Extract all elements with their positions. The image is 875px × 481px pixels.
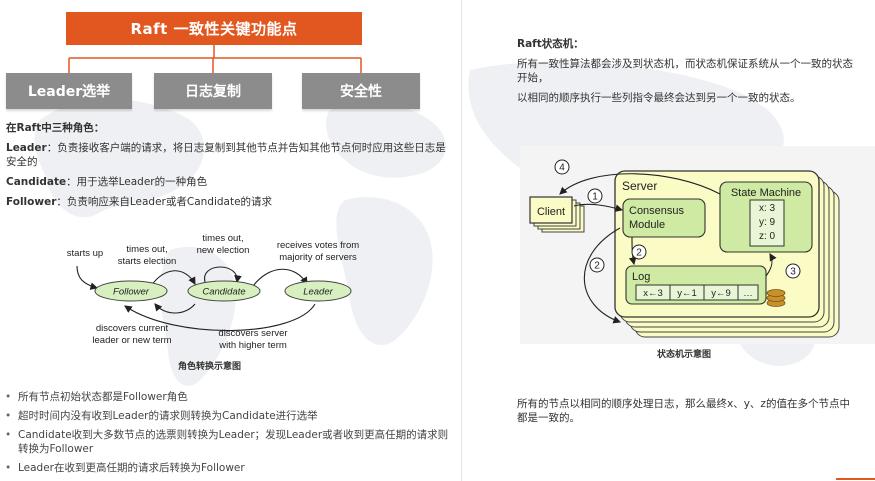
step-number: 2 [636, 248, 642, 259]
edge-label: receives votes from [277, 240, 359, 251]
list-item: Candidate收到大多数节点的选票则转换为Leader；发现Leader或者… [0, 428, 455, 456]
state-var: y: 9 [759, 217, 776, 228]
state-vars-box [749, 199, 785, 247]
log-entry: y←1 [677, 288, 697, 299]
role-sep: ： [66, 176, 77, 188]
consensus-label: Module [629, 219, 665, 231]
role-desc: 用于选举Leader的一种角色 [76, 176, 208, 188]
role-desc: 负责响应来自Leader或者Candidate的请求 [66, 196, 273, 208]
state-machine-paragraph: 以相同的顺序执行一些列指令最终会达到另一个一致的状态。 [517, 92, 801, 104]
state-var: x: 3 [759, 203, 776, 214]
edge-label: with higher term [218, 340, 287, 351]
role-name: Leader [6, 142, 47, 154]
edge-label: majority of servers [279, 252, 357, 263]
role-bullet-list: 所有节点初始状态都是Follower角色 超时时间内没有收到Leader的请求则… [0, 390, 455, 480]
page-divider [461, 0, 462, 481]
server-label: Server [622, 179, 657, 193]
state-label: Follower [113, 287, 150, 298]
log-entry: … [743, 288, 753, 299]
role-transition-diagram: Follower Candidate Leader starts up time… [67, 233, 359, 351]
step-number: 4 [559, 163, 565, 174]
state-label: Leader [303, 287, 333, 298]
page-title: Raft 一致性关键功能点 [66, 12, 362, 45]
state-follower [94, 280, 168, 302]
state-machine-label: State Machine [731, 187, 801, 199]
state-machine-paragraph: 所有一致性算法都会涉及到状态机，而状态机保证系统从一个一致的状态开始， [517, 58, 853, 84]
role-sep: ： [56, 196, 67, 208]
tree-connectors [68, 45, 362, 73]
consensus-module-box [622, 198, 706, 238]
edge-label: starts up [67, 248, 103, 259]
consensus-label: Consensus [629, 205, 685, 217]
edge-label: new election [197, 245, 250, 256]
role-follower: Follower：负责响应来自Leader或者Candidate的请求 [6, 195, 446, 209]
state-machine-caption: 状态机示意图 [657, 350, 712, 360]
state-label: Candidate [202, 287, 245, 298]
role-leader: Leader：负责接收客户端的请求，将日志复制到其他节点并告知其他节点何时应用这… [6, 141, 446, 169]
role-diagram-caption: 角色转换示意图 [178, 362, 242, 372]
edge-label: times out, [202, 233, 243, 244]
edge-label: discovers server [218, 328, 287, 339]
coin-stack-icon [766, 289, 786, 307]
list-item: Leader在收到更高任期的请求后转换为Follower [0, 461, 455, 475]
step-number: 1 [592, 192, 598, 203]
client-box [529, 196, 573, 224]
roles-heading: 在Raft中三种角色： [6, 122, 105, 134]
edge-label: times out, [126, 244, 167, 255]
role-sep: ： [46, 142, 58, 154]
state-machine-diagram: Server Client Consensus Module State Mac… [520, 146, 875, 344]
state-machine-conclusion: 所有的节点以相同的顺序处理日志，那么最终x、y、z的值在多个节点中都是一致的。 [517, 398, 850, 424]
step-number: 3 [790, 267, 796, 278]
category-safety: 安全性 [302, 73, 420, 109]
client-label: Client [537, 206, 565, 218]
role-name: Follower [6, 196, 57, 208]
state-leader [284, 280, 352, 302]
accent-line [836, 478, 875, 480]
state-candidate [187, 280, 261, 302]
role-desc: 负责接收客户端的请求，将日志复制到其他节点并告知其他节点何时应用这些日志是安全的 [6, 142, 446, 168]
state-machine-heading: Raft状态机： [517, 38, 584, 50]
category-log-replication: 日志复制 [154, 73, 272, 109]
state-var: z: 0 [759, 231, 776, 242]
edge-label: starts election [118, 256, 177, 267]
log-entry: x←3 [643, 288, 663, 299]
list-item: 所有节点初始状态都是Follower角色 [0, 390, 455, 404]
category-leader-election: Leader选举 [6, 73, 132, 109]
log-entry: y←9 [711, 288, 731, 299]
step-number: 2 [594, 261, 600, 272]
role-name: Candidate [6, 176, 67, 188]
log-label: Log [632, 271, 650, 283]
role-candidate: Candidate：用于选举Leader的一种角色 [6, 175, 446, 189]
list-item: 超时时间内没有收到Leader的请求则转换为Candidate进行选举 [0, 409, 455, 423]
edge-label: discovers current [96, 323, 169, 334]
edge-label: leader or new term [92, 335, 171, 346]
